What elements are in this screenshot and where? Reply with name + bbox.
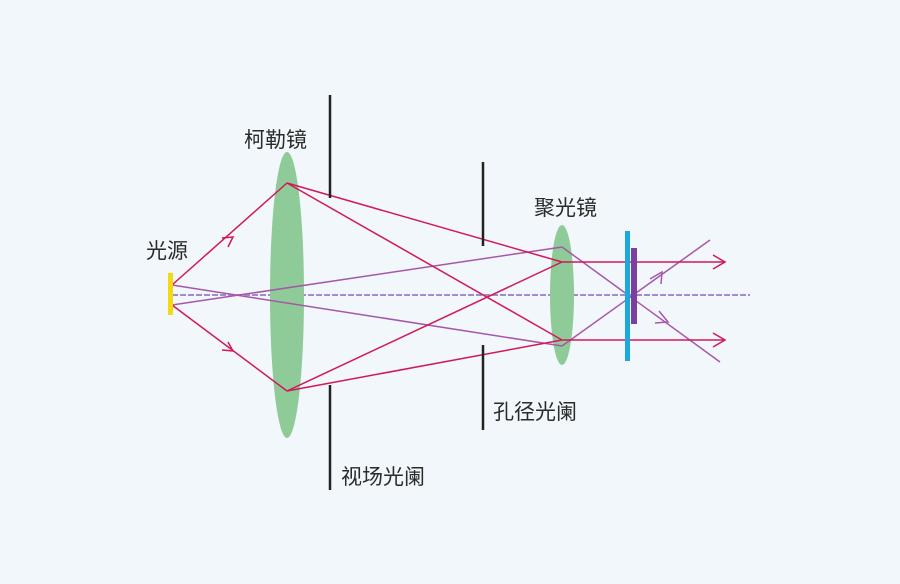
kohler-lens	[270, 152, 304, 438]
condenser-label: 聚光镜	[534, 196, 597, 220]
light-source	[168, 273, 173, 315]
diaphragms	[328, 95, 485, 490]
kohler-lens-label: 柯勒镜	[244, 128, 307, 152]
purple-rays	[171, 239, 721, 363]
field-diaphragm-label: 视场光阑	[341, 465, 425, 489]
specimen	[631, 248, 637, 324]
red-rays	[171, 182, 727, 392]
aperture-diaphragm-label: 孔径光阑	[493, 400, 577, 424]
specimen-slide	[625, 231, 630, 361]
light-source-label: 光源	[146, 239, 188, 263]
